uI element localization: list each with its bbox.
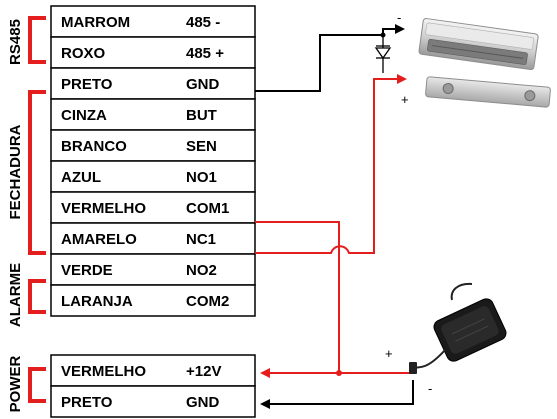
terminal-row: CINZA BUT <box>50 98 256 131</box>
power-label: POWER <box>7 356 24 413</box>
alarme-label: ALARME <box>7 263 24 327</box>
gnd-to-lock-wire <box>255 24 405 92</box>
alarme-bracket <box>28 279 46 314</box>
rs485-label: RS485 <box>7 19 24 65</box>
terminal-cell <box>50 160 256 193</box>
terminal-row: MARROM 485 - <box>50 5 256 38</box>
wire-color-label: CINZA <box>61 107 107 124</box>
terminal-cell <box>50 385 256 418</box>
wire-color-label: BRANCO <box>61 138 127 155</box>
lock-minus-sign: - <box>397 10 401 25</box>
signal-label: NO2 <box>186 262 217 279</box>
terminal-row: PRETO GND <box>50 67 256 100</box>
wire-color-label: VERMELHO <box>61 363 146 380</box>
signal-label: 485 - <box>186 14 220 31</box>
signal-label: +12V <box>186 363 221 380</box>
wire-color-label: LARANJA <box>61 293 133 310</box>
terminal-row: BRANCO SEN <box>50 129 256 162</box>
wire-color-label: AZUL <box>61 169 101 186</box>
fechadura-label: FECHADURA <box>7 124 24 219</box>
signal-label: NO1 <box>186 169 217 186</box>
terminal-row: LARANJA COM2 <box>50 284 256 317</box>
terminal-table: MARROM 485 - ROXO 485 + PRETO GND CINZA BUT BRAN… <box>7 5 256 418</box>
terminal-cell <box>50 36 256 69</box>
wire-color-label: PRETO <box>61 76 113 93</box>
power-minus-wire <box>260 380 414 409</box>
com1-to-power-wire <box>255 221 340 378</box>
signal-label: NC1 <box>186 231 216 248</box>
power-adapter-icon: + - <box>385 282 507 396</box>
terminal-row: AMARELO NC1 <box>50 222 256 255</box>
power-plus-wire <box>339 362 414 374</box>
terminal-cell <box>50 284 256 317</box>
wire-color-label: VERDE <box>61 262 113 279</box>
group-brackets <box>28 16 46 403</box>
wire-color-label: MARROM <box>61 14 130 31</box>
terminal-row: AZUL NO1 <box>50 160 256 193</box>
terminal-row: VERMELHO COM1 <box>50 191 256 224</box>
terminal-cell <box>50 98 256 131</box>
power-terminal-row: VERMELHO +12V <box>50 354 256 387</box>
rs485-bracket <box>28 16 46 64</box>
group-label-rs485: RS485 <box>7 19 24 65</box>
wire-color-label: AMARELO <box>61 231 137 248</box>
lock-plus-sign: + <box>401 92 409 107</box>
terminal-cell <box>50 222 256 255</box>
wires <box>255 24 414 409</box>
nc1-to-lock-wire <box>255 74 407 254</box>
diode-icon <box>374 35 392 73</box>
fechadura-bracket <box>28 90 46 255</box>
power-bracket <box>28 367 46 403</box>
terminal-cell <box>50 354 256 387</box>
signal-label: COM2 <box>186 293 229 310</box>
wire-color-label: VERMELHO <box>61 200 146 217</box>
terminal-row: ROXO 485 + <box>50 36 256 69</box>
terminal-cell <box>50 5 256 38</box>
junction-dot <box>336 370 342 376</box>
signal-label: SEN <box>186 138 217 155</box>
signal-label: COM1 <box>186 200 229 217</box>
signal-label: GND <box>186 394 220 411</box>
electromagnetic-lock-icon: - + <box>397 10 551 108</box>
wire-color-label: PRETO <box>61 394 113 411</box>
signal-label: GND <box>186 76 220 93</box>
wire-color-label: ROXO <box>61 45 106 62</box>
power-minus-sign: - <box>428 381 432 396</box>
signal-label: 485 + <box>186 45 224 62</box>
power-terminal-row: PRETO GND <box>50 385 256 418</box>
signal-label: BUT <box>186 107 217 124</box>
power-plus-sign: + <box>385 346 393 361</box>
terminal-row: VERDE NO2 <box>50 253 256 286</box>
